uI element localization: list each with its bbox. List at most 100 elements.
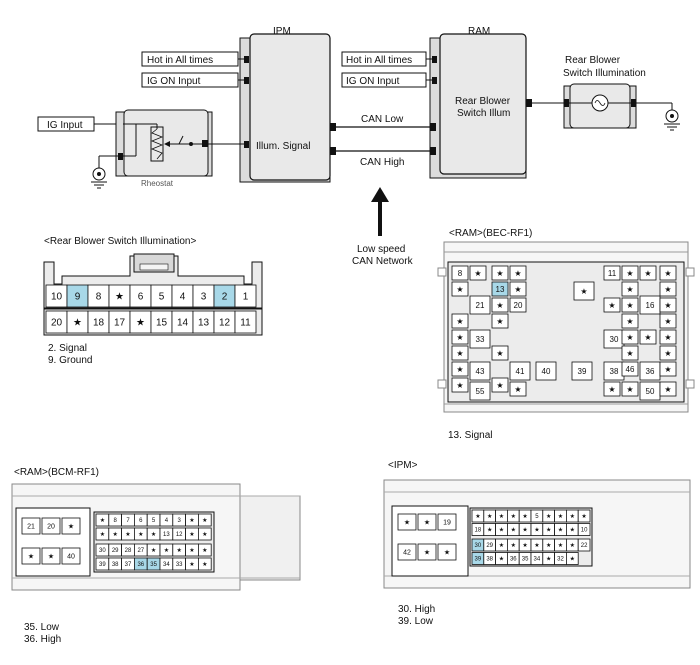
- ram-bcm-pin: 3: [172, 513, 187, 527]
- ram-title: RAM: [468, 26, 490, 37]
- ipm-pin: ★: [417, 513, 437, 531]
- ram-bec-pin: 13: [491, 281, 509, 297]
- ram-bcm-pin: ★: [21, 547, 41, 565]
- pin-label: ★: [48, 553, 54, 561]
- pin-label: ★: [456, 349, 463, 358]
- ram-bec-pin: ★: [451, 361, 469, 377]
- ram-bec-pin: ★: [621, 313, 639, 329]
- ipm-pin: 29: [483, 538, 496, 552]
- pin-label: ★: [496, 269, 503, 278]
- ipm-connector-title: <IPM>: [388, 460, 418, 471]
- ram-bcm-pin: ★: [185, 513, 199, 527]
- pin-label: ★: [496, 349, 503, 358]
- ram-hot-input-label: Hot in All times: [346, 55, 412, 66]
- pin-label: 4: [165, 518, 169, 524]
- pin-label: ★: [456, 285, 463, 294]
- ground-icon-right: [664, 109, 680, 131]
- pin-label: ★: [113, 531, 118, 538]
- ipm-signal-label: Illum. Signal: [256, 141, 310, 152]
- rear-switch-pin: 15: [150, 310, 173, 334]
- rear-switch-pin: 6: [129, 284, 152, 308]
- ipm-pin: ★: [495, 509, 508, 523]
- ram-bcm-pin: 28: [121, 543, 135, 557]
- ipm-pin: 34: [530, 552, 544, 565]
- ram-bcm-note-high: 36. High: [24, 634, 62, 645]
- pin-label: 28: [125, 548, 132, 554]
- pin-label: ★: [608, 385, 615, 394]
- ig-input-label: IG Input: [47, 120, 83, 131]
- ipm-pin: ★: [495, 538, 508, 552]
- pin-label: 2: [222, 292, 228, 303]
- ipm-pin: ★: [397, 513, 417, 531]
- pin-label: ★: [514, 385, 521, 394]
- pin-label: 34: [534, 557, 541, 563]
- pin-label: ★: [546, 542, 551, 549]
- ipm-pin: ★: [471, 509, 485, 523]
- ram-bec-pin: ★: [451, 329, 469, 345]
- rear-switch-note-ground: 9. Ground: [48, 355, 93, 366]
- pin-label: 12: [176, 532, 183, 538]
- ram-bcm-pin: ★: [133, 527, 148, 541]
- pin-label: ★: [151, 547, 156, 554]
- pin-label: ★: [522, 527, 527, 534]
- pin-label: 22: [581, 543, 588, 549]
- ram-bec-pin: ★: [621, 281, 639, 297]
- pin-label: ★: [511, 527, 516, 534]
- pin-label: 40: [542, 367, 551, 376]
- ram-bcm-pin: 27: [133, 543, 148, 557]
- pin-label: 11: [608, 269, 617, 278]
- ram-bec-pin: ★: [573, 281, 595, 301]
- ram-bec-pin: 46: [621, 361, 639, 377]
- pin-label: 38: [610, 367, 619, 376]
- pin-label: 36: [137, 562, 144, 568]
- ipm-pin: 39: [471, 552, 485, 565]
- pin-label: 55: [476, 387, 485, 396]
- ipm-note-low: 39. Low: [398, 616, 434, 627]
- pin-label: 10: [581, 528, 588, 534]
- ram-bec-pin: ★: [451, 345, 469, 361]
- ipm-pin: ★: [530, 538, 544, 552]
- pin-label: ★: [626, 333, 633, 342]
- pin-label: ★: [514, 269, 521, 278]
- ram-bec-pin: 55: [469, 381, 491, 401]
- ram-bec-pin: 38: [603, 361, 625, 381]
- ram-bcm-pin: 5: [146, 513, 161, 527]
- pin-label: ★: [115, 292, 124, 303]
- pin-label: 37: [125, 562, 132, 568]
- pin-label: 42: [403, 550, 411, 557]
- ipm-pin: 30: [471, 538, 485, 552]
- pin-label: ★: [177, 547, 182, 554]
- pin-label: ★: [664, 285, 671, 294]
- ram-bec-pin: 30: [603, 329, 625, 349]
- ram-bec-pin: ★: [491, 345, 509, 361]
- ipm-pin: ★: [518, 523, 532, 536]
- ram-bcm-pin: ★: [197, 543, 212, 557]
- pin-label: 41: [516, 367, 525, 376]
- pin-label: 29: [112, 548, 119, 554]
- pin-label: ★: [570, 542, 575, 549]
- pin-label: ★: [608, 301, 615, 310]
- pin-label: ★: [626, 349, 633, 358]
- ram-bcm-pin: ★: [159, 543, 174, 557]
- ram-bec-pin: 41: [509, 361, 531, 381]
- ram-bec-pin: ★: [491, 265, 509, 281]
- pin-label: 30: [610, 335, 619, 344]
- ipm-pin: ★: [495, 523, 508, 536]
- pin-label: 8: [114, 518, 118, 524]
- pin-label: 21: [476, 301, 485, 310]
- ram-bec-pin: 16: [639, 295, 661, 315]
- pin-label: 33: [476, 335, 485, 344]
- ram-bec-pin: ★: [621, 265, 639, 281]
- ipm-pin: 5: [530, 509, 544, 523]
- ram-bec-pin: 20: [509, 297, 527, 313]
- ipm-pin: ★: [542, 509, 555, 523]
- ram-bcm-pin: ★: [41, 547, 61, 565]
- pin-label: 38: [112, 562, 119, 568]
- ram-bec-pin: ★: [659, 345, 677, 361]
- ram-bec-pin: ★: [469, 265, 487, 281]
- ipm-pin: ★: [437, 543, 457, 561]
- pin-label: ★: [404, 519, 410, 527]
- ram-bcm-pin: 6: [133, 513, 148, 527]
